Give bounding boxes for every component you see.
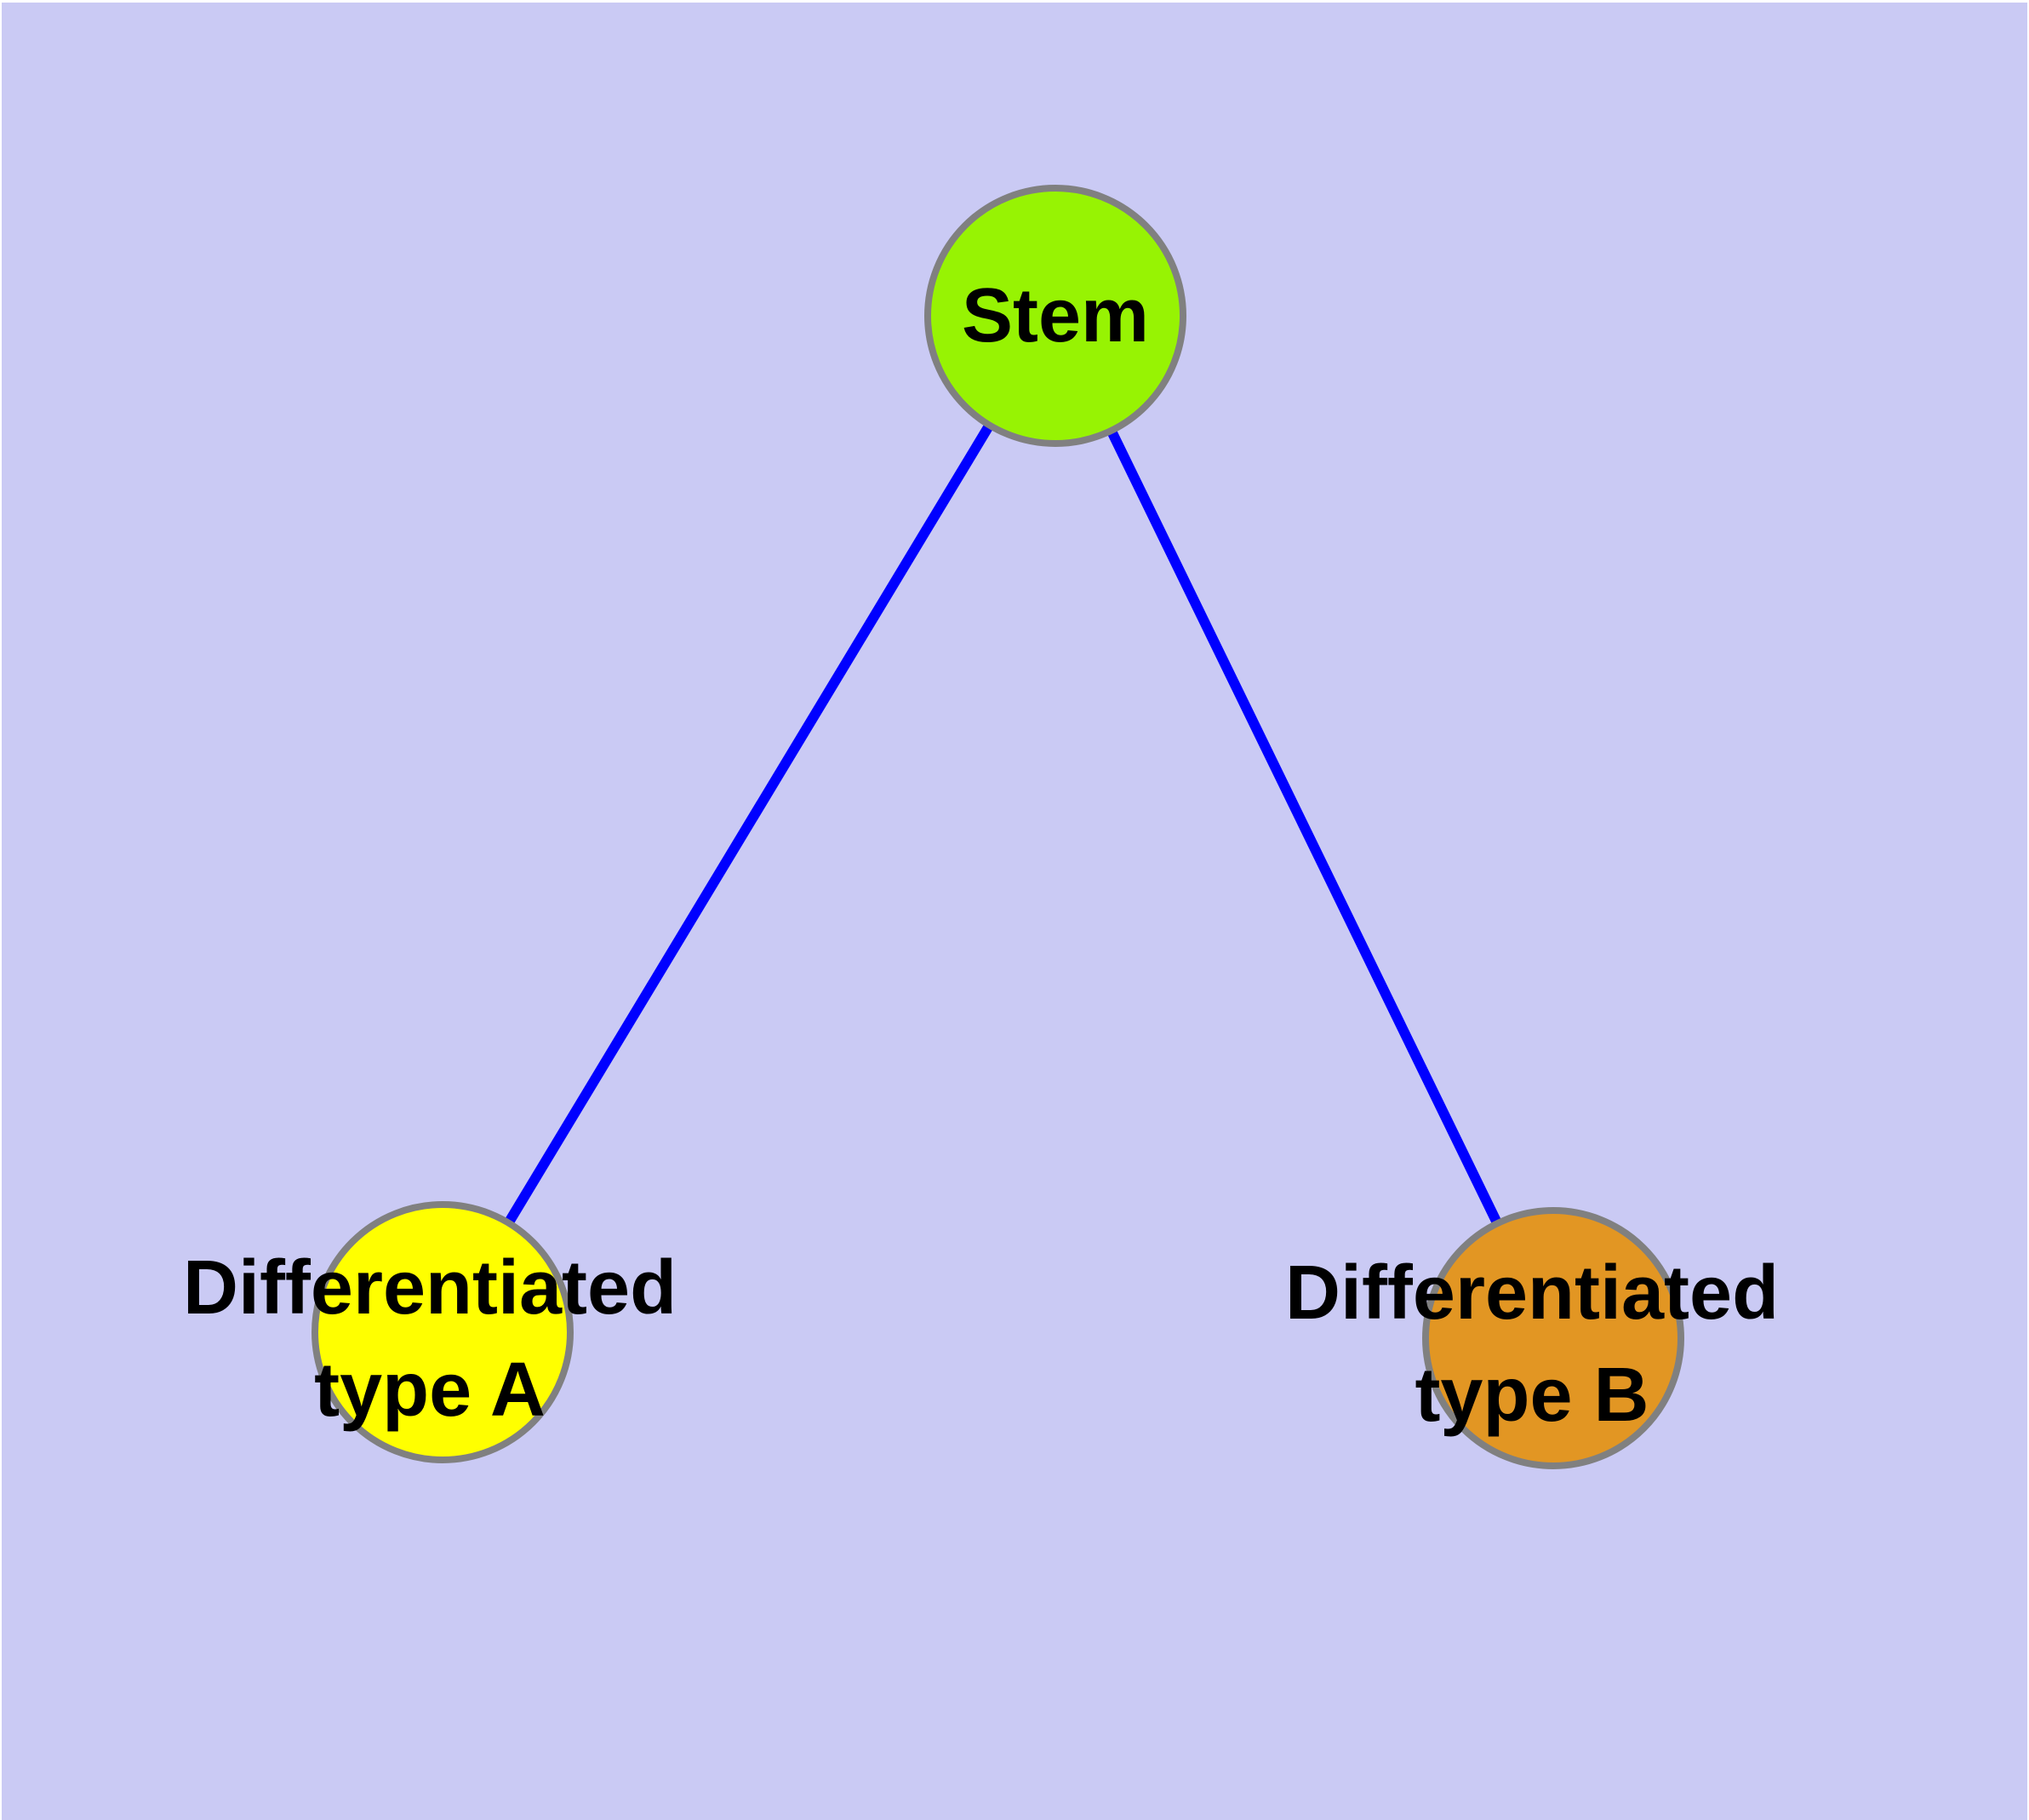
edge-stem-to-type-b xyxy=(1050,313,1558,1341)
node-type-b-circle xyxy=(1422,1207,1684,1469)
node-type-b-label: Differentiated type B xyxy=(1285,1242,1779,1446)
node-type-a-circle xyxy=(311,1201,574,1463)
node-type-a-label-line2: type A xyxy=(314,1348,546,1433)
nodes-group xyxy=(311,185,1684,1469)
node-type-b-label-line1: Differentiated xyxy=(1284,1251,1780,1336)
node-stem-circle xyxy=(924,185,1186,447)
edges-group xyxy=(437,312,1558,1341)
node-stem-label: Stem xyxy=(961,273,1150,358)
node-type-b-label-line2: type B xyxy=(1415,1353,1649,1438)
node-type-a-label-line1: Differentiated xyxy=(182,1245,677,1331)
edge-stem-to-type-a xyxy=(437,312,1060,1336)
node-type-a-label: Differentiated type A xyxy=(183,1237,677,1441)
